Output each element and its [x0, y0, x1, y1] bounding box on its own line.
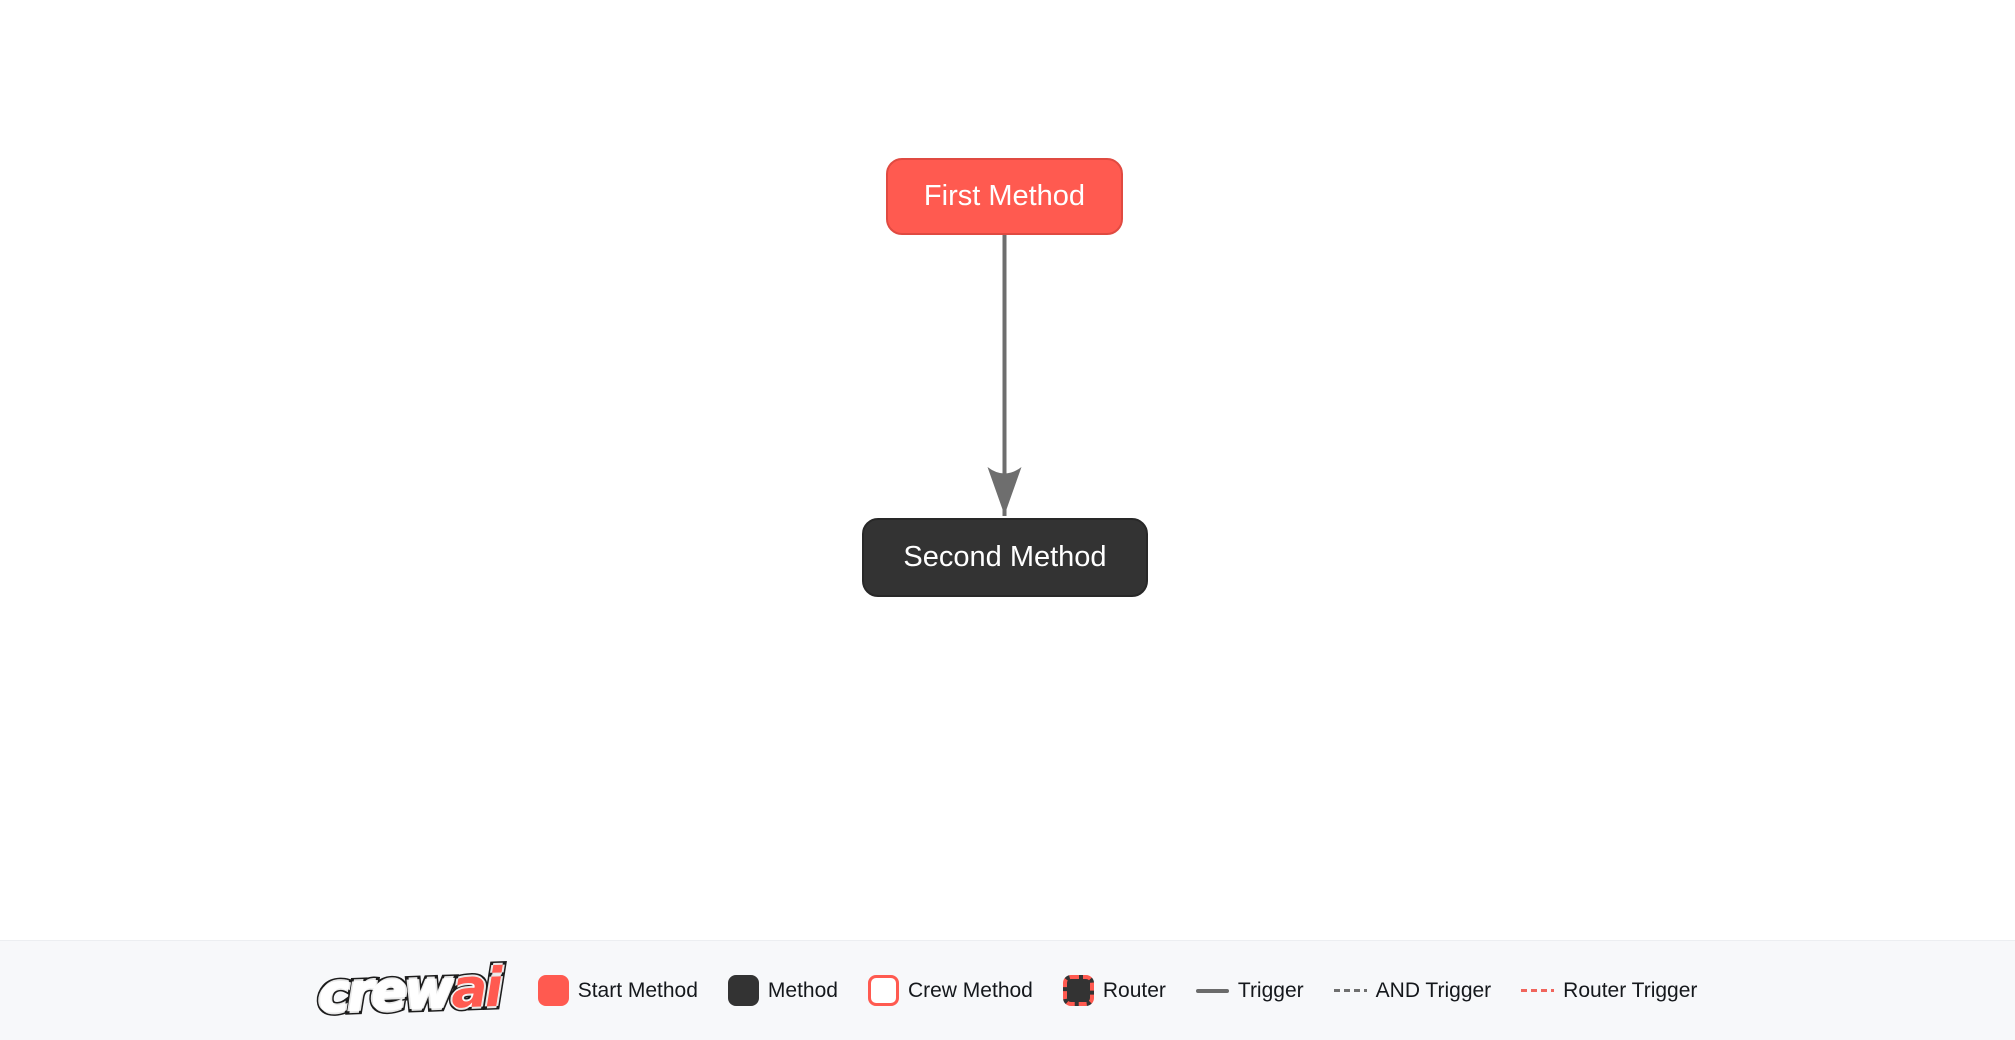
legend-item-trigger: Trigger: [1195, 978, 1304, 1003]
legend-item-and-trigger: AND Trigger: [1333, 978, 1492, 1003]
method-swatch: [727, 975, 759, 1006]
legend-label: Method: [767, 978, 838, 1002]
legend-item-router: Router: [1062, 975, 1166, 1006]
crewai-logo: crewai: [313, 952, 504, 1028]
trigger-line-swatch: [1195, 988, 1229, 993]
legend-label: Trigger: [1237, 978, 1304, 1002]
flow-canvas[interactable]: First Method Second Method: [0, 0, 2015, 940]
router-swatch: [1062, 975, 1094, 1006]
flow-node-label: First Method: [923, 180, 1086, 212]
legend-label: AND Trigger: [1375, 978, 1492, 1002]
and-trigger-line-swatch: [1333, 989, 1367, 992]
legend-label: Router Trigger: [1563, 978, 1698, 1002]
legend-item-start-method: Start Method: [537, 975, 698, 1006]
trigger-edge-arrowhead-icon: [987, 467, 1022, 515]
legend-bar: crewai Start Method Method Crew Method R…: [0, 940, 2015, 1040]
flow-node-first-method[interactable]: First Method: [886, 158, 1123, 235]
flow-node-label: Second Method: [903, 541, 1107, 573]
legend-label: Crew Method: [907, 978, 1033, 1002]
legend-label: Start Method: [577, 978, 698, 1002]
flow-node-second-method[interactable]: Second Method: [862, 518, 1148, 597]
edge-layer: [987, 235, 1022, 516]
router-trigger-line-swatch: [1521, 989, 1555, 992]
legend-item-method: Method: [727, 975, 838, 1006]
legend-item-router-trigger: Router Trigger: [1521, 979, 1697, 1003]
crew-method-swatch: [867, 975, 899, 1006]
legend-label: Router: [1102, 978, 1166, 1002]
crewai-logo-ai-text: ai: [446, 952, 504, 1024]
legend-item-crew-method: Crew Method: [867, 975, 1033, 1006]
start-method-swatch: [537, 975, 569, 1006]
crewai-logo-crew-text: crew: [313, 954, 455, 1029]
